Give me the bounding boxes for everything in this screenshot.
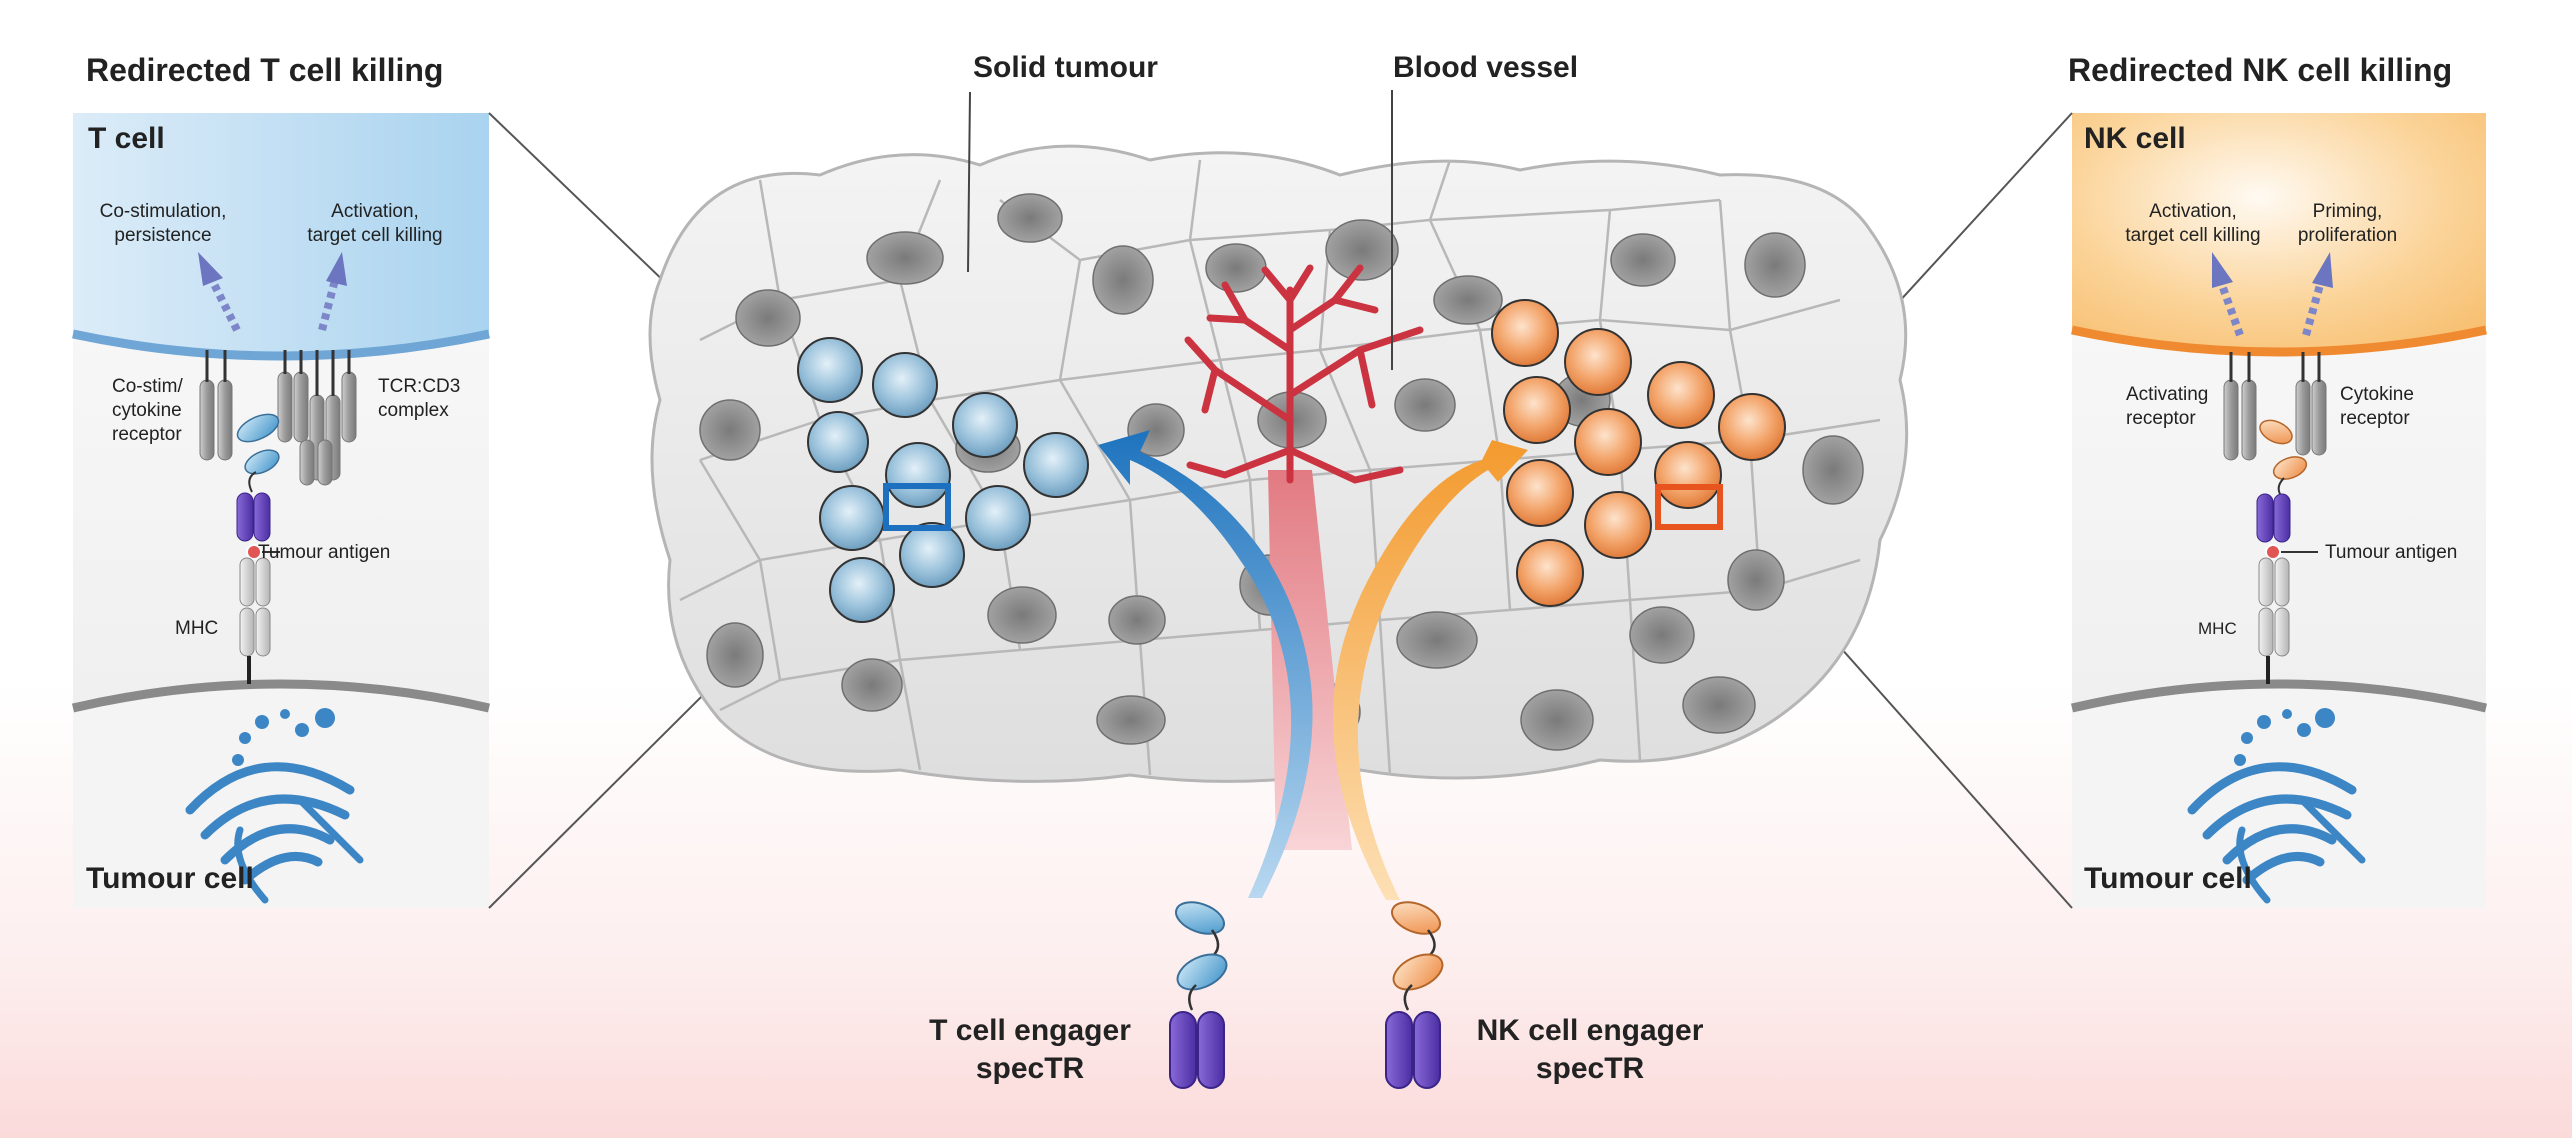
- tumour-cell-title-right: Tumour cell: [2084, 862, 2252, 895]
- nk-cell: [1564, 328, 1632, 396]
- mhc-molecule: [239, 557, 271, 684]
- vesicle-icon: [232, 708, 335, 766]
- blood-vessel: [1184, 264, 1424, 850]
- t-cell: [885, 442, 951, 508]
- t-cell-engager-icon: [1169, 901, 1228, 1089]
- nk-cell-membrane: [2071, 325, 2487, 357]
- tumour-antigen-label-right: Tumour antigen: [2325, 542, 2458, 563]
- nk-signal-left-label: Activation,target cell killing: [2125, 201, 2261, 246]
- signal-arrow-left: [198, 252, 241, 332]
- signal-arrow-left-nk: [2212, 252, 2244, 337]
- nk-cell: [1718, 393, 1786, 461]
- t-cell: [952, 392, 1018, 458]
- solid-tumour-label: Solid tumour: [973, 51, 1158, 84]
- nk-cell: [1503, 376, 1571, 444]
- left-panel: [71, 112, 908, 909]
- tumour-cell-membrane-right: [2070, 679, 2488, 713]
- nk-cell: [1491, 299, 1559, 367]
- tumour-pointer-line: [967, 91, 971, 273]
- solid-tumour: [648, 90, 1909, 900]
- nk-cell-cluster: [1491, 299, 1786, 607]
- tumour-mass-outline: [648, 144, 1909, 783]
- blood-vessel-label: Blood vessel: [1393, 51, 1579, 84]
- nk-cell-title: NK cell: [2084, 122, 2186, 155]
- golgi-icon-right: [2187, 762, 2366, 904]
- activating-receptor: [2223, 352, 2257, 461]
- t-cell-engager-bound: [236, 413, 280, 542]
- t-signal-left-label: Co-stimulation,persistence: [99, 201, 227, 246]
- tumour-antigen-right: [2265, 544, 2318, 560]
- left-panel-heading: Redirected T cell killing: [86, 52, 444, 88]
- t-cell: [872, 352, 938, 418]
- mhc-molecule-right: [2258, 557, 2290, 684]
- signal-arrow-right: [318, 252, 347, 332]
- golgi-icon: [185, 762, 364, 904]
- nk-cell-body: [2072, 113, 2486, 354]
- nk-cell-engager-icon: [1385, 901, 1444, 1089]
- nk-cell: [1654, 441, 1722, 509]
- right-panel: [1709, 112, 2488, 909]
- t-cell-highlight-box: [883, 483, 951, 531]
- nk-cell: [1516, 539, 1584, 607]
- t-cell-title: T cell: [88, 122, 165, 155]
- t-cell: [807, 411, 869, 473]
- tumour-cell-title: Tumour cell: [86, 862, 254, 895]
- nk-cell: [1647, 361, 1715, 429]
- nk-cell: [1574, 408, 1642, 476]
- t-signal-right-label: Activation,target cell killing: [307, 201, 443, 246]
- t-cell: [1023, 432, 1089, 498]
- vesicle-icon-right: [2234, 708, 2335, 766]
- tcr-cd3-complex: [277, 350, 357, 486]
- t-cell-membrane: [72, 329, 490, 361]
- mhc-label: MHC: [175, 618, 219, 639]
- nk-cell-engager-bound: [2256, 419, 2308, 543]
- co-stim-receptor: [199, 350, 233, 461]
- t-cell: [819, 485, 885, 551]
- cytokine-receptor: [2295, 352, 2327, 456]
- t-cell-cluster: [797, 337, 1089, 623]
- right-panel-heading: Redirected NK cell killing: [2068, 52, 2453, 88]
- tumour-antigen: [246, 544, 280, 560]
- nk-cell-highlight-box: [1655, 484, 1723, 530]
- tumour-cell-membrane: [71, 679, 491, 713]
- nk-cell: [1584, 491, 1652, 559]
- t-cell: [899, 522, 965, 588]
- mhc-label-right: MHC: [2198, 619, 2237, 638]
- signal-arrow-right-nk: [2302, 252, 2333, 337]
- t-cell: [965, 485, 1031, 551]
- t-cell-body: [73, 113, 489, 359]
- nk-cell: [1506, 459, 1574, 527]
- tumour-antigen-label: Tumour antigen: [258, 542, 391, 563]
- t-cell: [829, 557, 895, 623]
- nk-signal-right-label: Priming,proliferation: [2297, 201, 2398, 246]
- t-cell: [797, 337, 863, 403]
